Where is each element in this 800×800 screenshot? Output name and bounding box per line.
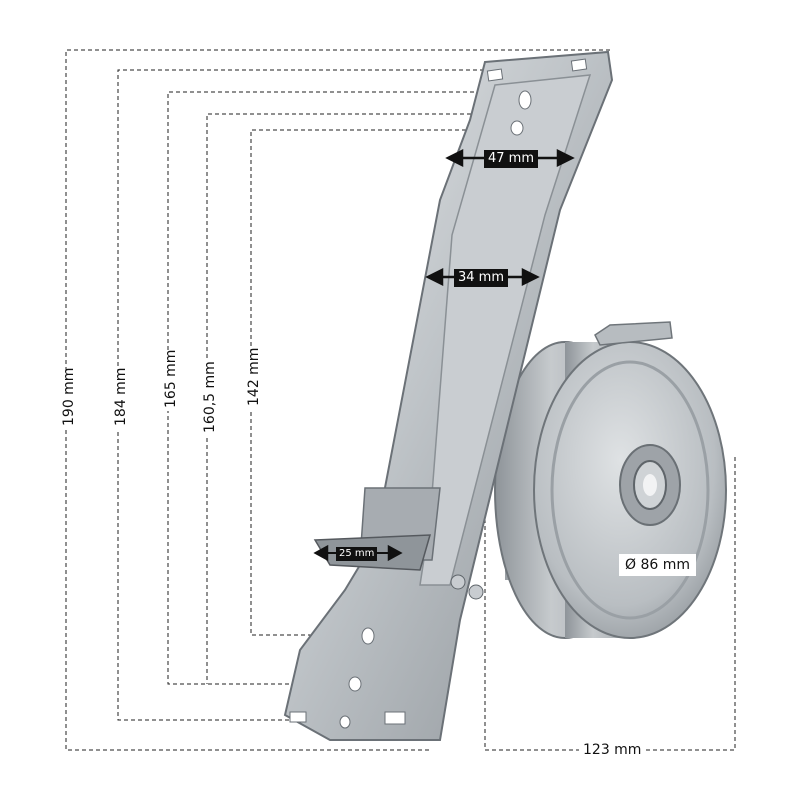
dimension-25: 25 mm: [336, 547, 378, 561]
dimension-142: 142 mm: [246, 348, 262, 409]
dimension-47: 47 mm: [484, 150, 539, 168]
dimension-34: 34 mm: [454, 269, 509, 287]
dimension-165: 165 mm: [163, 350, 179, 411]
dimension-184: 184 mm: [113, 368, 129, 429]
dimension-190: 190 mm: [61, 368, 77, 429]
dimension-160-5: 160,5 mm: [202, 360, 218, 436]
dimension-123: 123 mm: [579, 742, 646, 758]
reel-drum: [494, 321, 727, 639]
dimension-diameter: Ø 86 mm: [619, 554, 697, 576]
mounting-bracket: [283, 50, 614, 741]
